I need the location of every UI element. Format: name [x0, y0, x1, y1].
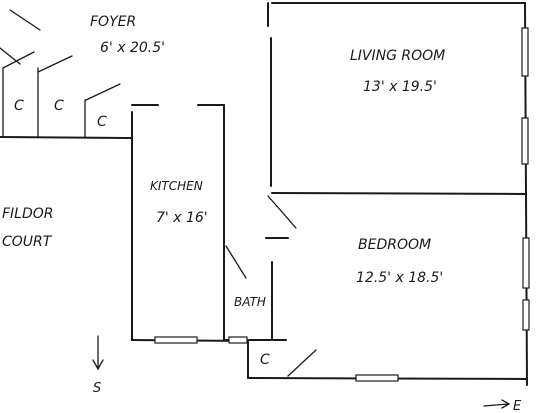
bedroom-name: BEDROOM — [358, 237, 431, 253]
south-arrow-icon — [92, 335, 104, 371]
window-bedroom-bottom — [355, 374, 399, 382]
bath-name: BATH — [234, 295, 266, 309]
windows — [154, 27, 530, 382]
living-door — [267, 195, 297, 229]
bedroom-size: 12.5' x 18.5' — [356, 270, 443, 286]
living-room-size: 13' x 19.5' — [363, 79, 437, 95]
closet-door-1 — [2, 51, 35, 69]
closet-door-3 — [85, 83, 121, 101]
closet-label-3: C — [97, 114, 107, 130]
doors — [225, 195, 317, 377]
closet-door-2 — [37, 55, 73, 73]
living-room-name: LIVING ROOM — [350, 48, 445, 64]
living-bedroom-wall — [271, 192, 526, 195]
window-living-2 — [521, 117, 529, 165]
foyer-size: 6' x 20.5' — [100, 40, 165, 56]
closet-label-2: C — [54, 98, 64, 114]
foyer-name: FOYER — [90, 14, 136, 30]
window-living-1 — [521, 27, 529, 77]
closets-bottom-wall — [0, 136, 133, 139]
court-label-line2: COURT — [2, 234, 53, 250]
kitchen-name: KITCHEN — [150, 179, 203, 193]
closet-label-1: C — [14, 98, 24, 114]
window-bath — [228, 336, 248, 344]
window-kitchen — [154, 336, 198, 344]
closet-label-4: C — [260, 352, 270, 368]
east-label: E — [513, 399, 522, 413]
kitchen-size: 7' x 16' — [156, 210, 208, 226]
bath-door — [225, 245, 247, 279]
foyer-entry-swing — [9, 9, 41, 31]
south-label: S — [93, 381, 101, 396]
court-label-line1: FILDOR — [2, 206, 54, 222]
bedroom-closet-door — [287, 349, 317, 377]
window-bedroom-2 — [522, 299, 530, 331]
east-arrow-icon — [483, 399, 511, 409]
closet-door-top — [0, 47, 21, 65]
walls — [0, 2, 528, 386]
window-bedroom-1 — [522, 237, 530, 289]
foyer-closets — [0, 9, 121, 138]
